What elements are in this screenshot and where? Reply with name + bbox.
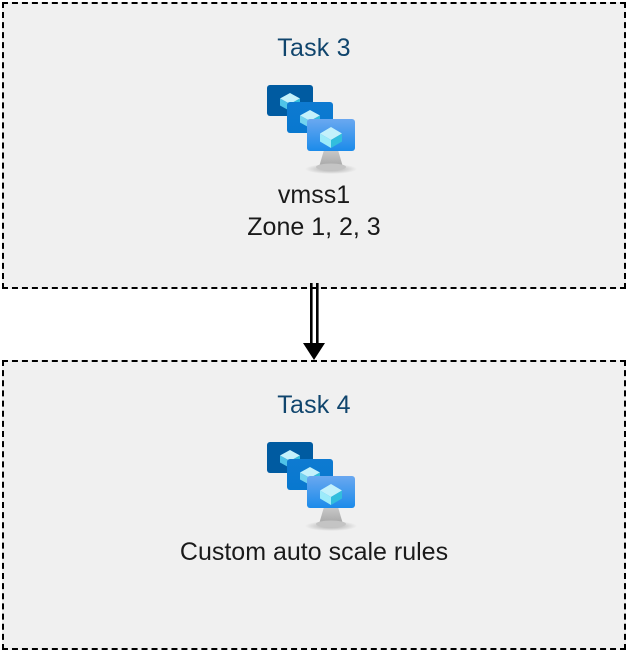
arrow-down-icon — [298, 283, 330, 363]
task-title: Task 4 — [277, 391, 351, 419]
task-box-task-3: Task 3 — [2, 2, 626, 289]
task-box-task-4: Task 4 — [2, 360, 626, 650]
task-caption: Custom auto scale rules — [179, 538, 449, 566]
virtual-machine-scale-set-icon — [258, 436, 370, 536]
virtual-machine-scale-set-icon — [258, 79, 370, 179]
task-title: Task 3 — [277, 34, 351, 62]
task-caption: vmss1 Zone 1, 2, 3 — [247, 181, 381, 241]
